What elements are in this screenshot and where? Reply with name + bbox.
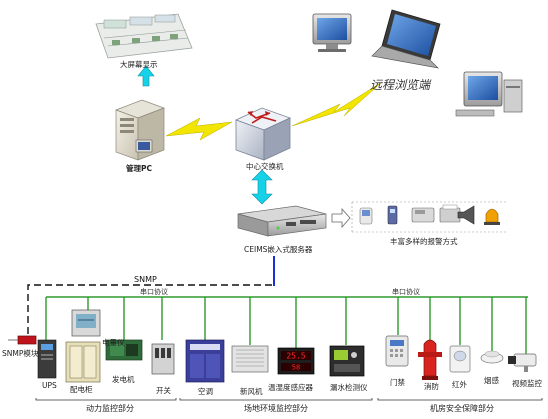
video-label: 视频监控: [512, 379, 542, 388]
temp-reading: 25.5: [286, 352, 305, 361]
core-switch-icon: [234, 107, 292, 161]
alarm-methods-label: 丰富多样的报警方式: [390, 237, 458, 246]
distribution-cabinet-icon: [65, 341, 101, 383]
video-camera-icon: [508, 353, 537, 372]
smoke-label: 烟感: [484, 376, 499, 385]
siren-icon: [484, 208, 500, 225]
generator-icon: [105, 339, 143, 361]
switch-label: 开关: [156, 386, 171, 395]
fire-label: 消防: [424, 382, 439, 391]
temp-humidity-sensor-icon: [277, 347, 315, 375]
group-power-label: 动力监控部分: [86, 404, 134, 413]
admin-pc-icon: [115, 99, 165, 161]
door-access-label: 门禁: [390, 378, 405, 387]
fax-icon: [439, 204, 461, 223]
remote-pc-icon: [455, 71, 523, 117]
smoke-detector-icon: [480, 350, 504, 364]
rack-server-icon: [237, 205, 327, 237]
alarm-group: [351, 201, 508, 233]
infrared-sensor-icon: [449, 345, 471, 373]
hand-pointer-icon: [359, 207, 373, 225]
meter-label: 电量仪: [102, 338, 125, 347]
group-security-label: 机房安全保障部分: [430, 404, 494, 413]
lightning-link-icon: [165, 117, 233, 141]
temp-humidity-label: 温湿度感应器: [268, 383, 313, 392]
ac-icon: [185, 339, 225, 383]
ups-label: UPS: [42, 381, 57, 390]
bus-drops: [45, 297, 527, 354]
remote-monitor-icon: [312, 13, 352, 52]
big-screen-icon: [95, 13, 193, 59]
laptop-icon: [371, 9, 441, 69]
display-arrow-icon: [137, 65, 155, 87]
door-access-icon: [385, 335, 409, 367]
switch-server-arrow-icon: [251, 169, 273, 205]
humidity-reading: 58: [292, 364, 300, 372]
meter-icon: [71, 309, 101, 337]
remote-browser-label: 远程浏览端: [370, 78, 431, 92]
big-screen-label: 大屏幕显示: [120, 60, 158, 69]
fire-hydrant-icon: [418, 339, 442, 380]
ups-icon: [37, 339, 57, 379]
distribution-cabinet-label: 配电柜: [70, 385, 93, 394]
alarm-arrow-icon: [331, 207, 351, 229]
core-switch-label: 中心交换机: [246, 162, 284, 171]
phone-icon: [411, 207, 435, 223]
server-label: CEIMS嵌入式服务器: [244, 245, 313, 254]
snmp-line: [27, 284, 272, 334]
infrared-label: 红外: [452, 380, 467, 389]
leak-detector-label: 漏水检测仪: [330, 383, 368, 392]
snmp-label: SNMP: [134, 275, 157, 284]
group-env-label: 场地环境监控部分: [244, 404, 308, 413]
snmp-module-icon: [8, 335, 37, 345]
group-brackets: [35, 398, 543, 401]
fresh-air-label: 新风机: [240, 387, 263, 396]
lightning-link-remote-icon: [291, 81, 383, 127]
switch-icon: [151, 343, 175, 375]
fresh-air-icon: [231, 345, 269, 373]
generator-label: 发电机: [112, 375, 135, 384]
pager-icon: [387, 205, 398, 225]
serial-protocol-left-label: 串口协议: [140, 288, 168, 296]
loudspeaker-icon: [457, 205, 475, 225]
snmp-module-label: SNMP模块: [2, 349, 39, 358]
leak-detector-icon: [329, 345, 365, 377]
ac-label: 空调: [198, 387, 213, 396]
serial-protocol-right-label: 串口协议: [392, 288, 420, 296]
admin-pc-label: 管理PC: [126, 164, 153, 173]
